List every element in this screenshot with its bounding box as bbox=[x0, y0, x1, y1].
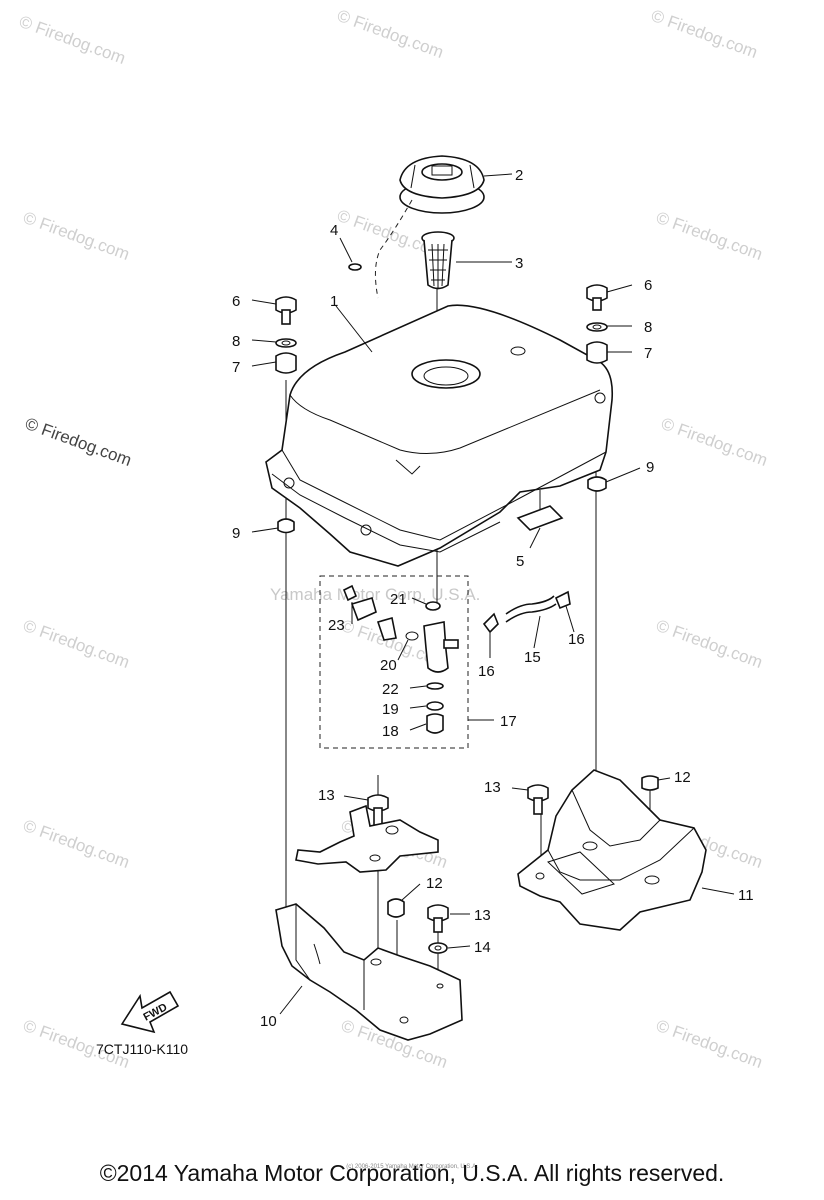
cap-chain bbox=[374, 199, 413, 299]
fine-print: (c) 2006-2015 Yamaha Motor Corporation, … bbox=[346, 1164, 478, 1170]
callout-21: 21 bbox=[390, 591, 407, 608]
callout-12-right: 12 bbox=[674, 769, 691, 786]
watermark: © Firedog.com bbox=[654, 1016, 765, 1072]
watermark: © Firedog.com bbox=[21, 616, 132, 672]
callout-13-right: 13 bbox=[484, 779, 501, 796]
callout-18: 18 bbox=[382, 723, 399, 740]
callout-12-left: 12 bbox=[426, 875, 443, 892]
callout-14: 14 bbox=[474, 939, 491, 956]
callout-4: 4 bbox=[330, 222, 338, 239]
fuel-cock-assembly-box bbox=[319, 575, 469, 749]
watermark: © Firedog.com bbox=[654, 616, 765, 672]
callout-3: 3 bbox=[515, 255, 523, 272]
fuel-hose bbox=[482, 590, 571, 634]
callout-8-left: 8 bbox=[232, 333, 240, 350]
left-mount-bracket-10 bbox=[275, 903, 463, 1041]
fuel-cock-parts bbox=[342, 584, 459, 734]
right-mount-bracket-11 bbox=[517, 769, 707, 931]
fwd-label: FWD bbox=[142, 1001, 170, 1023]
forward-direction-arrow: FWD bbox=[120, 990, 180, 1034]
fuel-filter bbox=[421, 231, 455, 290]
right-bolt-stack bbox=[586, 284, 608, 492]
callout-6-left: 6 bbox=[232, 293, 240, 310]
upper-bolt-13 bbox=[367, 794, 389, 827]
callout-15: 15 bbox=[524, 649, 541, 666]
fuel-cock-bracket bbox=[295, 804, 439, 873]
right-small-parts bbox=[527, 775, 659, 815]
watermark: © Firedog.com bbox=[23, 414, 134, 470]
callout-11: 11 bbox=[738, 887, 754, 904]
callout-23: 23 bbox=[328, 617, 345, 634]
callout-13-lower: 13 bbox=[474, 907, 491, 924]
callout-5: 5 bbox=[516, 553, 524, 570]
callout-16-left: 16 bbox=[478, 663, 495, 680]
callout-19: 19 bbox=[382, 701, 399, 718]
callout-17: 17 bbox=[500, 713, 517, 730]
callout-8-right: 8 bbox=[644, 319, 652, 336]
watermark: © Firedog.com bbox=[654, 208, 765, 264]
fuel-cap bbox=[399, 155, 485, 214]
callout-9-left: 9 bbox=[232, 525, 240, 542]
left-bolt-stack bbox=[275, 296, 297, 534]
watermark: © Firedog.com bbox=[21, 208, 132, 264]
callout-7-left: 7 bbox=[232, 359, 240, 376]
watermark: © Firedog.com bbox=[335, 6, 446, 62]
copyright-footer: ©2014 Yamaha Motor Corporation, U.S.A. A… bbox=[99, 1160, 725, 1186]
callout-20: 20 bbox=[380, 657, 397, 674]
callout-9-right: 9 bbox=[646, 459, 654, 476]
watermark: © Firedog.com bbox=[659, 414, 770, 470]
chain-washer bbox=[348, 263, 362, 271]
callout-7-right: 7 bbox=[644, 345, 652, 362]
callout-13-upper: 13 bbox=[318, 787, 335, 804]
tank-pad bbox=[516, 490, 564, 531]
callout-1: 1 bbox=[330, 293, 338, 310]
callout-6-right: 6 bbox=[644, 277, 652, 294]
watermark: © Firedog.com bbox=[17, 12, 128, 68]
callout-10: 10 bbox=[260, 1013, 277, 1030]
watermark: © Firedog.com bbox=[649, 6, 760, 62]
diagram-code: 7CTJ110-K110 bbox=[96, 1041, 188, 1057]
callout-16-right: 16 bbox=[568, 631, 585, 648]
callout-leaders bbox=[251, 173, 735, 1015]
fuel-tank bbox=[265, 304, 614, 567]
watermark: © Firedog.com bbox=[21, 816, 132, 872]
callout-2: 2 bbox=[515, 167, 523, 184]
callout-22: 22 bbox=[382, 681, 399, 698]
center-watermark: Yamaha Motor Corp, U.S.A. bbox=[270, 585, 480, 604]
callout-labels: 2 3 4 1 6 8 7 9 6 8 7 9 5 21 23 20 16 15… bbox=[232, 167, 754, 1030]
left-small-parts bbox=[387, 898, 449, 954]
